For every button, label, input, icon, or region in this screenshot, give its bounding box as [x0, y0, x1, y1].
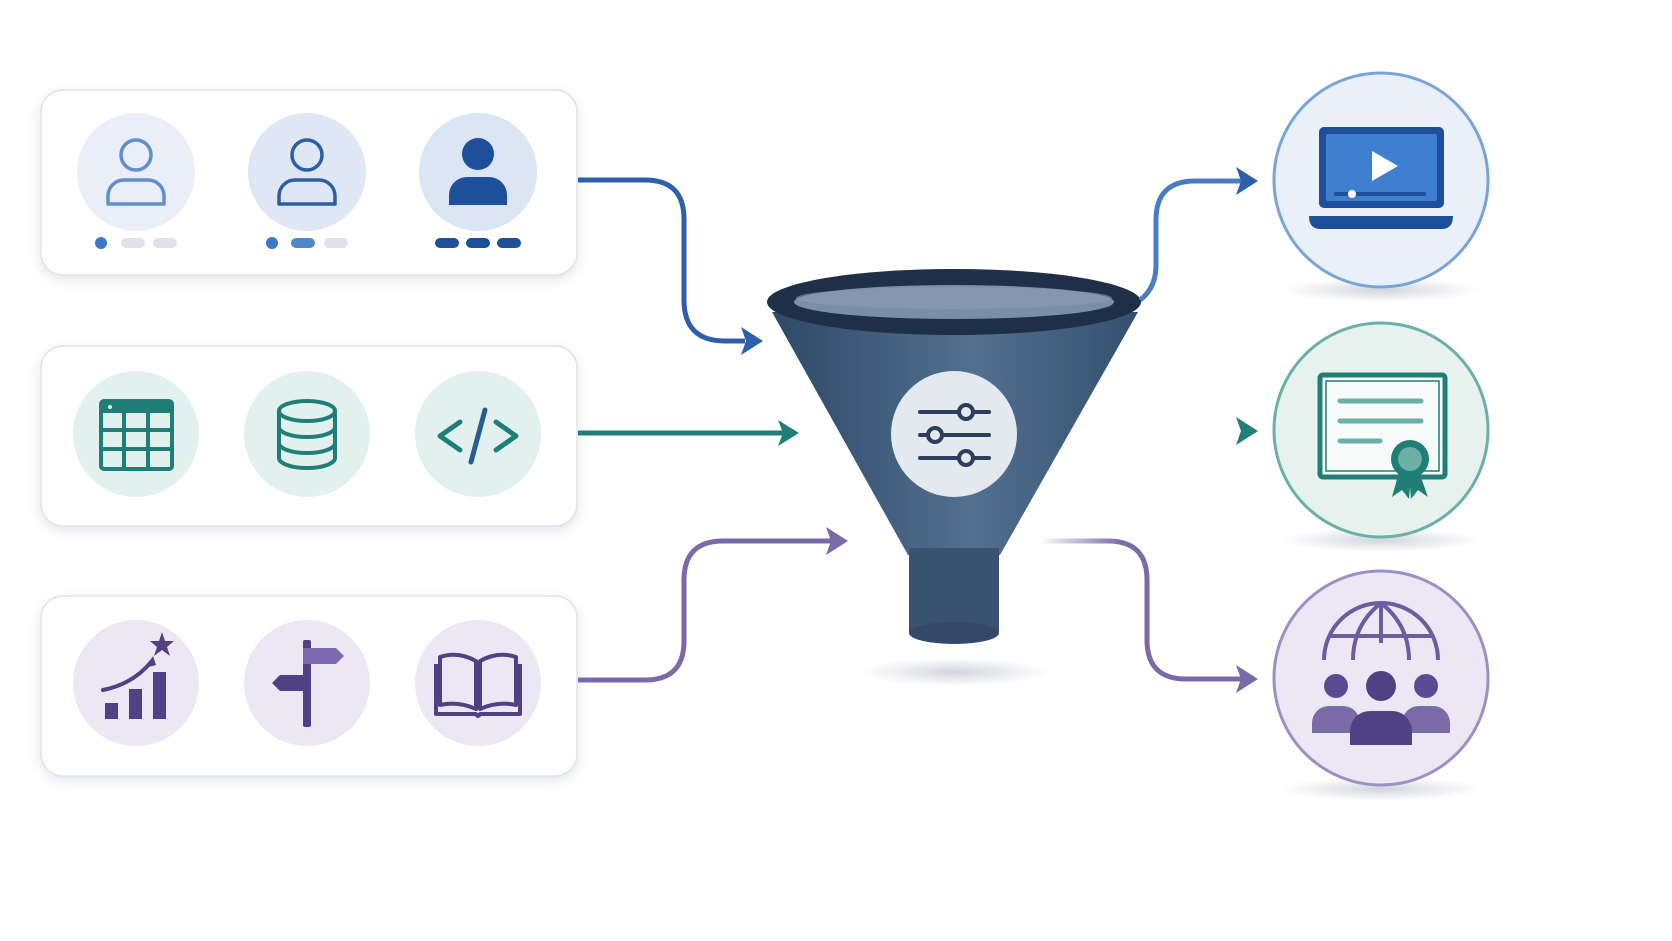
- laptop-video-icon: [1309, 127, 1453, 229]
- open-book-icon: [415, 620, 541, 746]
- connector-users-to-funnel: [578, 177, 763, 355]
- code-icon: [415, 371, 541, 497]
- output-community: [1272, 569, 1490, 801]
- funnel: [767, 269, 1141, 686]
- connector-funnel-to-community: [1040, 538, 1258, 693]
- user-outline-icon: [248, 113, 366, 231]
- progress-dots: [435, 238, 521, 248]
- user-filled-icon: [419, 113, 537, 231]
- certificate-icon: [1317, 372, 1448, 499]
- connector-funnel-to-video: [1138, 167, 1258, 302]
- progress-dots: [95, 237, 177, 249]
- growth-chart-star-icon: [73, 620, 199, 746]
- input-card-data: [40, 345, 578, 527]
- sliders-icon: [891, 371, 1017, 497]
- user-outline-icon: [77, 113, 195, 231]
- connector-data-to-funnel: [578, 420, 799, 446]
- connector-growth-to-funnel: [578, 527, 848, 683]
- signpost-icon: [244, 620, 370, 746]
- global-community-icon: [1312, 601, 1450, 745]
- output-certificate: [1272, 321, 1490, 552]
- output-video: [1272, 71, 1490, 302]
- input-card-growth: [40, 595, 578, 777]
- database-icon: [244, 371, 370, 497]
- connector-funnel-to-certificate: [1098, 417, 1258, 445]
- progress-dots: [266, 237, 348, 249]
- spreadsheet-icon: [73, 371, 199, 497]
- input-card-users: [40, 89, 578, 276]
